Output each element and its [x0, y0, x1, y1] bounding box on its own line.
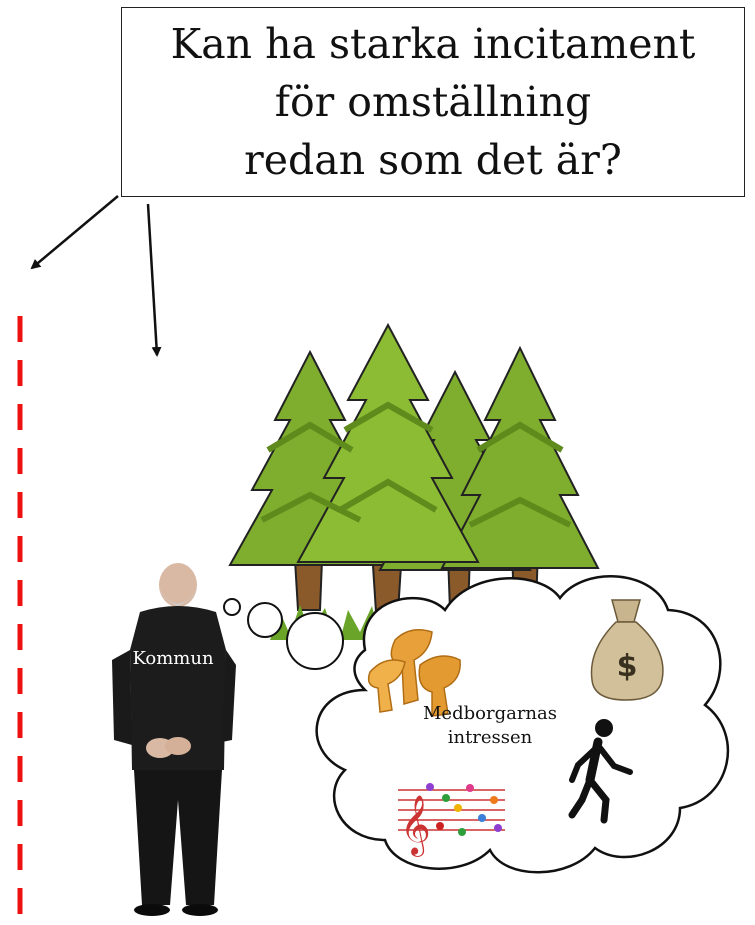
forest-icon [228, 322, 600, 640]
arrow-to-boundary [30, 195, 119, 270]
arrow-to-forest [146, 203, 162, 357]
thought-label: Medborgarnas intressen [410, 702, 570, 750]
callout-line-1: Kan ha starka incitament [170, 20, 696, 68]
birdsong-music-icon: 𝄞 [398, 783, 505, 857]
question-callout: Kan ha starka incitament för omställning… [121, 7, 745, 197]
thought-line-2: intressen [447, 727, 533, 748]
money-bag-icon: $ [590, 599, 664, 701]
svg-text:$: $ [617, 649, 638, 684]
chanterelle-mushrooms-icon [367, 629, 461, 717]
svg-text:𝄞: 𝄞 [400, 795, 431, 857]
kommun-label: Kommun [132, 648, 214, 669]
businessman-figure [112, 563, 236, 916]
thought-line-1: Medborgarnas [423, 703, 557, 724]
callout-line-2: för omställning [274, 78, 592, 126]
callout-line-3: redan som det är? [244, 136, 622, 184]
walking-person-icon [568, 719, 633, 824]
